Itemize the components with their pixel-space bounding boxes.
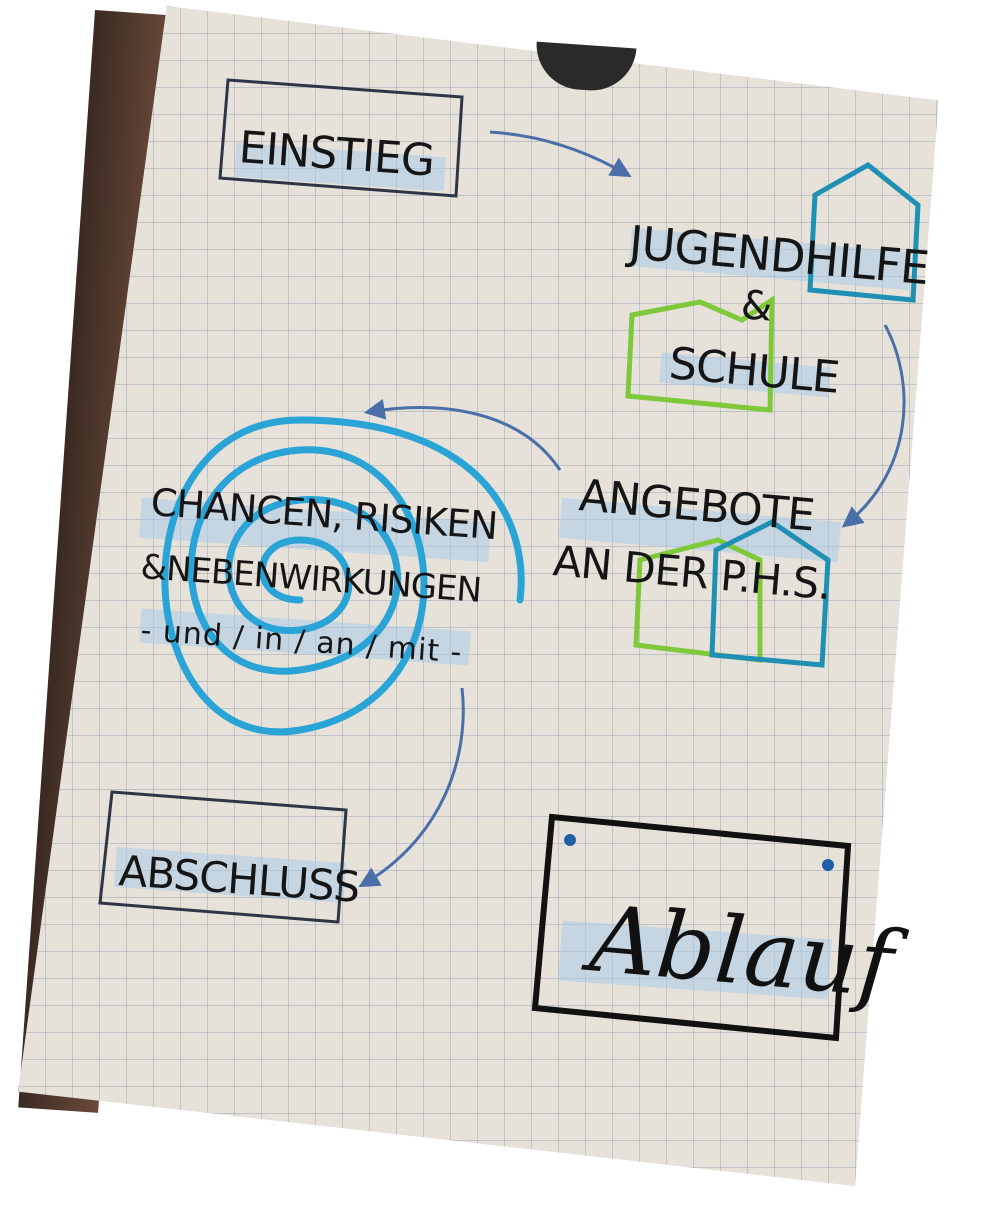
house-outline-teal-icon: [807, 161, 921, 303]
grid-paper-sheet: [18, 6, 939, 1186]
einstieg-box: [218, 78, 464, 198]
highlight-strokes: [113, 142, 912, 1000]
abschluss-label: ABSCHLUSS: [117, 846, 361, 912]
schule-label: SCHULE: [667, 338, 841, 404]
house-outline-green-icon: [633, 537, 763, 663]
pin-dot: [822, 859, 834, 871]
pin-dot: [564, 834, 576, 846]
spiral-icon: [161, 416, 525, 736]
jugendhilfe-label: JUGENDHILFE: [624, 215, 931, 295]
ablauf-title: Ablauf: [578, 885, 911, 1020]
ablauf-sign-box: [531, 813, 852, 1042]
ampersand-label: &: [739, 282, 773, 330]
abschluss-box: [98, 790, 348, 924]
house-outline-green-icon: [625, 295, 775, 413]
house-outline-teal-icon: [709, 519, 831, 668]
curved-arrow-icon: [358, 130, 906, 888]
